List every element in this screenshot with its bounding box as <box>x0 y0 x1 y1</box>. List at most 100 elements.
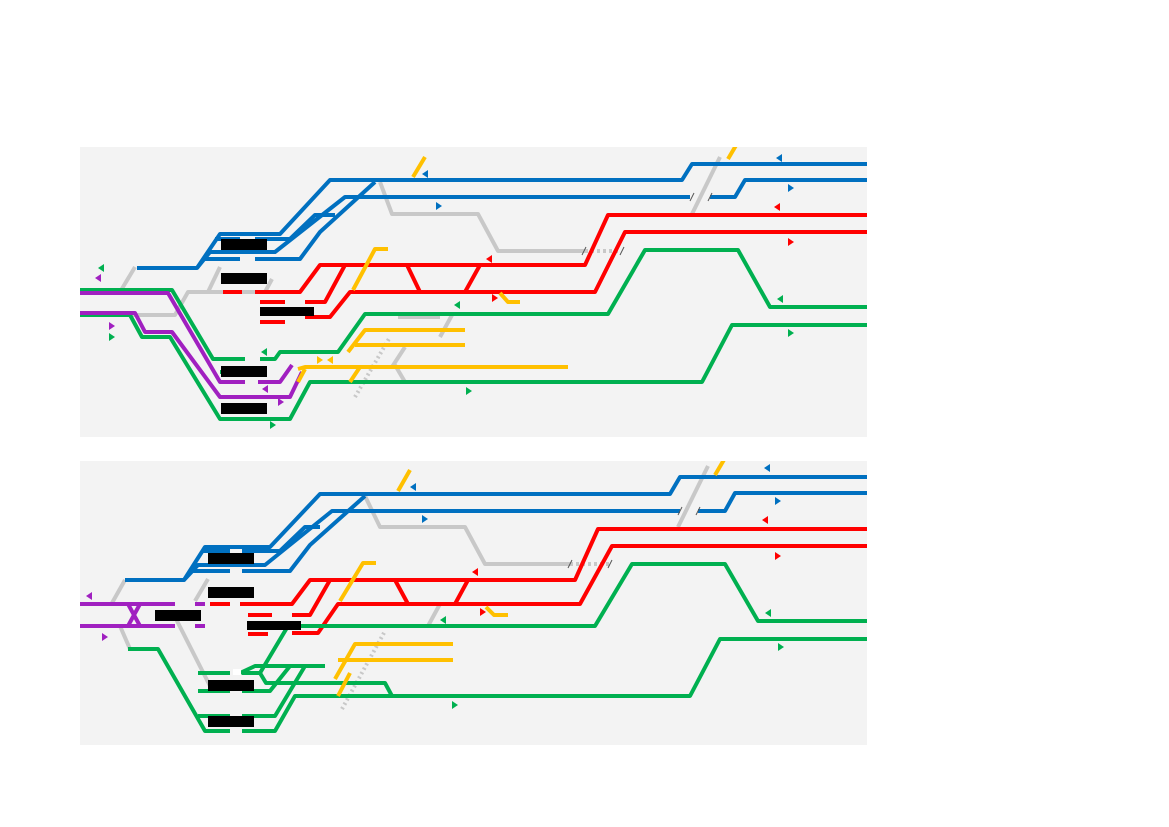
purple-tracks <box>80 291 304 399</box>
triangle-arrow-icon <box>109 322 115 330</box>
triangle-arrow-icon <box>436 202 442 210</box>
triangle-arrow-icon <box>109 333 115 341</box>
black-bar-icon <box>208 680 254 691</box>
red-tracks <box>210 527 867 636</box>
triangle-arrow-icon <box>472 568 478 576</box>
red-track <box>255 213 867 294</box>
triangle-arrow-icon <box>270 421 276 429</box>
black-bar-icon <box>155 610 201 621</box>
direction-arrows <box>95 154 794 429</box>
slash-break-icon <box>619 246 625 256</box>
slash-break-icon <box>695 506 701 516</box>
yellow-track <box>351 247 388 291</box>
grey-track <box>110 579 127 604</box>
triangle-arrow-icon <box>327 356 333 364</box>
black-bar-icon <box>208 716 254 727</box>
yellow-track <box>484 605 508 617</box>
triangle-arrow-icon <box>278 398 284 406</box>
triangle-arrow-icon <box>775 497 781 505</box>
triangle-arrow-icon <box>98 264 104 272</box>
triangle-arrow-icon <box>788 329 794 337</box>
slash-break-icon <box>567 559 573 569</box>
grey-track <box>690 156 722 215</box>
green-track <box>128 637 867 733</box>
grey-dashed-track <box>353 335 392 399</box>
triangle-arrow-icon <box>762 516 768 524</box>
purple-track <box>80 311 304 399</box>
grey-tracks <box>110 465 710 710</box>
slash-break-icon <box>567 506 701 569</box>
grey-track <box>426 603 442 627</box>
triangle-arrow-icon <box>454 301 460 309</box>
slash-break-icon <box>607 559 613 569</box>
grey-track <box>193 577 210 603</box>
triangle-arrow-icon <box>765 609 771 617</box>
slash-break-icon <box>677 506 683 516</box>
station-marker <box>233 669 241 675</box>
yellow-track <box>346 328 465 354</box>
purple-crossover <box>126 603 142 627</box>
green-track <box>239 664 325 675</box>
grey-track <box>390 314 454 369</box>
black-bar-icon <box>221 403 267 414</box>
grey-track <box>378 181 585 253</box>
yellow-tracks <box>333 461 726 697</box>
grey-track <box>206 266 222 293</box>
green-track <box>80 248 867 361</box>
yellow-track <box>336 672 352 697</box>
triangle-arrow-icon <box>788 238 794 246</box>
black-bar-icon <box>208 553 254 564</box>
black-bar-icon <box>221 273 267 284</box>
triangle-arrow-icon <box>775 552 781 560</box>
yellow-track <box>348 365 362 384</box>
red-track <box>248 579 332 617</box>
grey-track <box>80 278 274 317</box>
blue-track <box>205 180 377 261</box>
direction-arrows <box>86 464 784 709</box>
triangle-arrow-icon <box>440 616 446 624</box>
triangle-arrow-icon <box>777 295 783 303</box>
platforms <box>155 553 301 727</box>
triangle-arrow-icon <box>410 483 416 491</box>
triangle-arrow-icon <box>774 203 780 211</box>
yellow-track <box>338 561 376 603</box>
triangle-arrow-icon <box>95 274 101 282</box>
purple-tracks <box>80 602 205 628</box>
blue-tracks <box>137 162 867 270</box>
red-track <box>305 230 867 319</box>
black-bar-icon <box>221 239 267 250</box>
platforms <box>221 239 314 414</box>
triangle-arrow-icon <box>788 184 794 192</box>
grey-track <box>118 265 137 294</box>
red-track <box>405 264 482 293</box>
track-diagram-bottom <box>80 461 867 745</box>
yellow-track <box>396 469 412 492</box>
yellow-track <box>498 291 520 304</box>
slash-break-icon <box>707 192 713 202</box>
red-track <box>240 527 867 606</box>
triangle-arrow-icon <box>776 154 782 162</box>
triangle-arrow-icon <box>422 170 428 178</box>
red-track <box>292 544 867 635</box>
green-track <box>258 671 394 697</box>
blue-tracks <box>125 475 867 582</box>
red-track <box>260 264 347 304</box>
blue-track <box>202 525 320 553</box>
yellow-tracks <box>296 147 738 384</box>
black-bar-icon <box>221 366 267 377</box>
grey-track <box>363 495 570 566</box>
triangle-arrow-icon <box>102 633 108 641</box>
blue-track <box>698 491 867 513</box>
slash-break-icon <box>581 192 713 256</box>
slash-break-icon <box>689 192 695 202</box>
black-bar-icon <box>260 307 314 316</box>
yellow-track <box>297 365 568 371</box>
yellow-track <box>713 461 726 477</box>
triangle-arrow-icon <box>486 255 492 263</box>
yellow-track <box>411 155 427 179</box>
triangle-arrow-icon <box>317 356 323 364</box>
triangle-arrow-icon <box>764 464 770 472</box>
black-bar-icon <box>247 621 301 630</box>
yellow-track <box>296 368 307 383</box>
red-track <box>393 579 470 605</box>
